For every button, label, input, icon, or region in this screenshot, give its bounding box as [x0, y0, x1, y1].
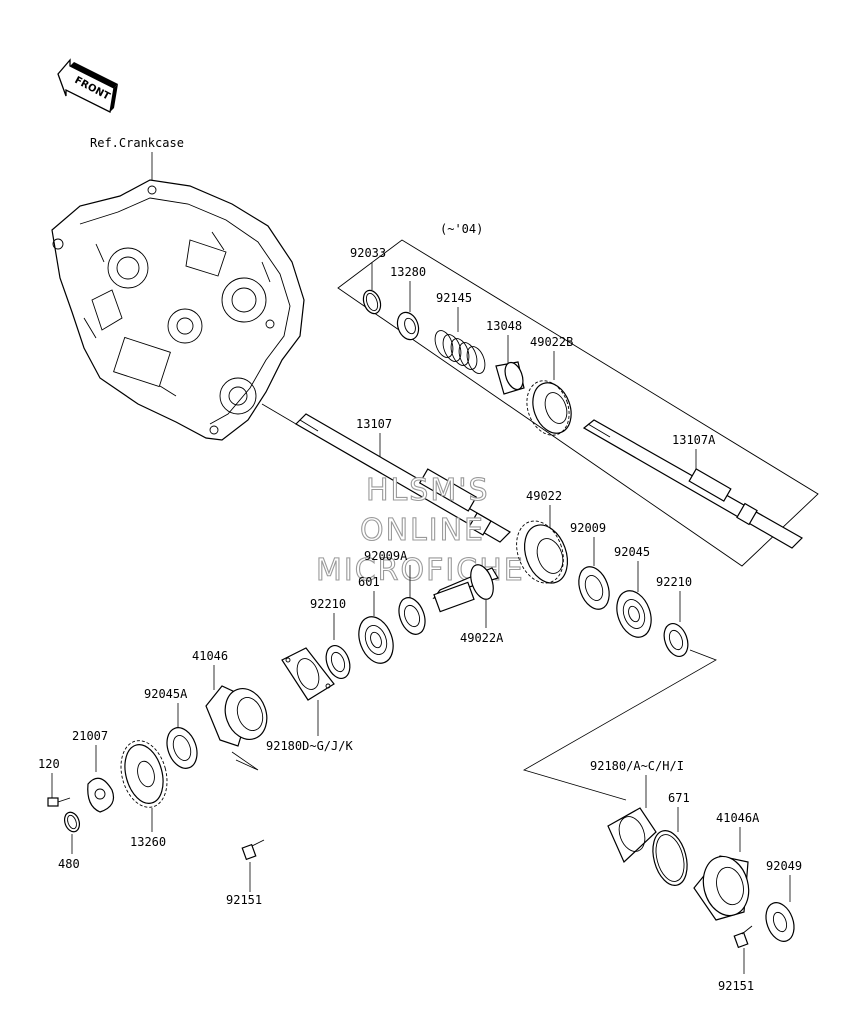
label-92180D: 92180D~G/J/K [266, 739, 353, 753]
label-92049: 92049 [766, 859, 802, 873]
bolt-92151-left [241, 839, 265, 861]
shaft-13107 [295, 413, 511, 543]
label-92210-left: 92210 [310, 597, 346, 611]
housing-41046 [205, 685, 268, 747]
seal-92210-right [663, 622, 689, 658]
gear-49022B [526, 380, 572, 436]
label-92145: 92145 [436, 291, 472, 305]
label-92180A: 92180/A~C/H/I [590, 759, 684, 773]
label-92033: 92033 [350, 246, 386, 260]
spring-92145 [434, 330, 486, 374]
gasket-92180D [281, 647, 335, 701]
label-13260: 13260 [130, 835, 166, 849]
housing-41046A [693, 855, 750, 921]
seal-92210-left [325, 644, 351, 680]
label-13280: 13280 [390, 265, 426, 279]
bearing-601 [358, 616, 394, 664]
collar-13280 [396, 311, 420, 341]
label-13107: 13107 [356, 417, 392, 431]
label-671: 671 [668, 791, 690, 805]
label-92151-left: 92151 [226, 893, 262, 907]
label-41046: 41046 [192, 649, 228, 663]
variant-note: (~'04) [440, 222, 483, 236]
front-arrow-icon: FRONT [57, 58, 118, 113]
gear-13260 [120, 740, 168, 808]
label-92045A: 92045A [144, 687, 188, 701]
label-41046A: 41046A [716, 811, 760, 825]
oring-671 [652, 830, 688, 886]
crankcase-drawing [51, 179, 305, 441]
shaft-13107A [582, 419, 803, 549]
label-49022B: 49022B [530, 335, 573, 349]
collar-92009 [578, 566, 610, 610]
collar-92009A [398, 597, 426, 635]
label-92009A: 92009A [364, 549, 408, 563]
circlip-480 [63, 811, 81, 833]
washer-92049 [765, 902, 795, 942]
label-13107A: 13107A [672, 433, 716, 447]
variant-kit-box [337, 239, 819, 567]
label-480: 480 [58, 857, 80, 871]
bearing-92045 [616, 590, 652, 638]
bolt-120 [47, 797, 71, 807]
circlip-92033 [362, 289, 382, 315]
bearing-92045A [166, 727, 198, 769]
pinion-49022A [432, 564, 499, 613]
gasket-92180A [607, 807, 657, 864]
svg-text:ONLINE: ONLINE [360, 513, 485, 548]
bolt-92151-right [733, 925, 753, 949]
label-92045: 92045 [614, 545, 650, 559]
label-92009: 92009 [570, 521, 606, 535]
svg-text:HLSM'S: HLSM'S [366, 473, 490, 508]
label-21007: 21007 [72, 729, 108, 743]
label-92210-right: 92210 [656, 575, 692, 589]
label-13048: 13048 [486, 319, 522, 333]
ref-crankcase-label: Ref.Crankcase [90, 136, 184, 150]
label-92151-right: 92151 [718, 979, 754, 993]
cam-13048 [495, 361, 525, 395]
label-49022A: 49022A [460, 631, 504, 645]
gear-49022 [516, 520, 569, 584]
label-601: 601 [358, 575, 380, 589]
plate-21007 [87, 777, 115, 813]
label-120: 120 [38, 757, 60, 771]
label-49022: 49022 [526, 489, 562, 503]
